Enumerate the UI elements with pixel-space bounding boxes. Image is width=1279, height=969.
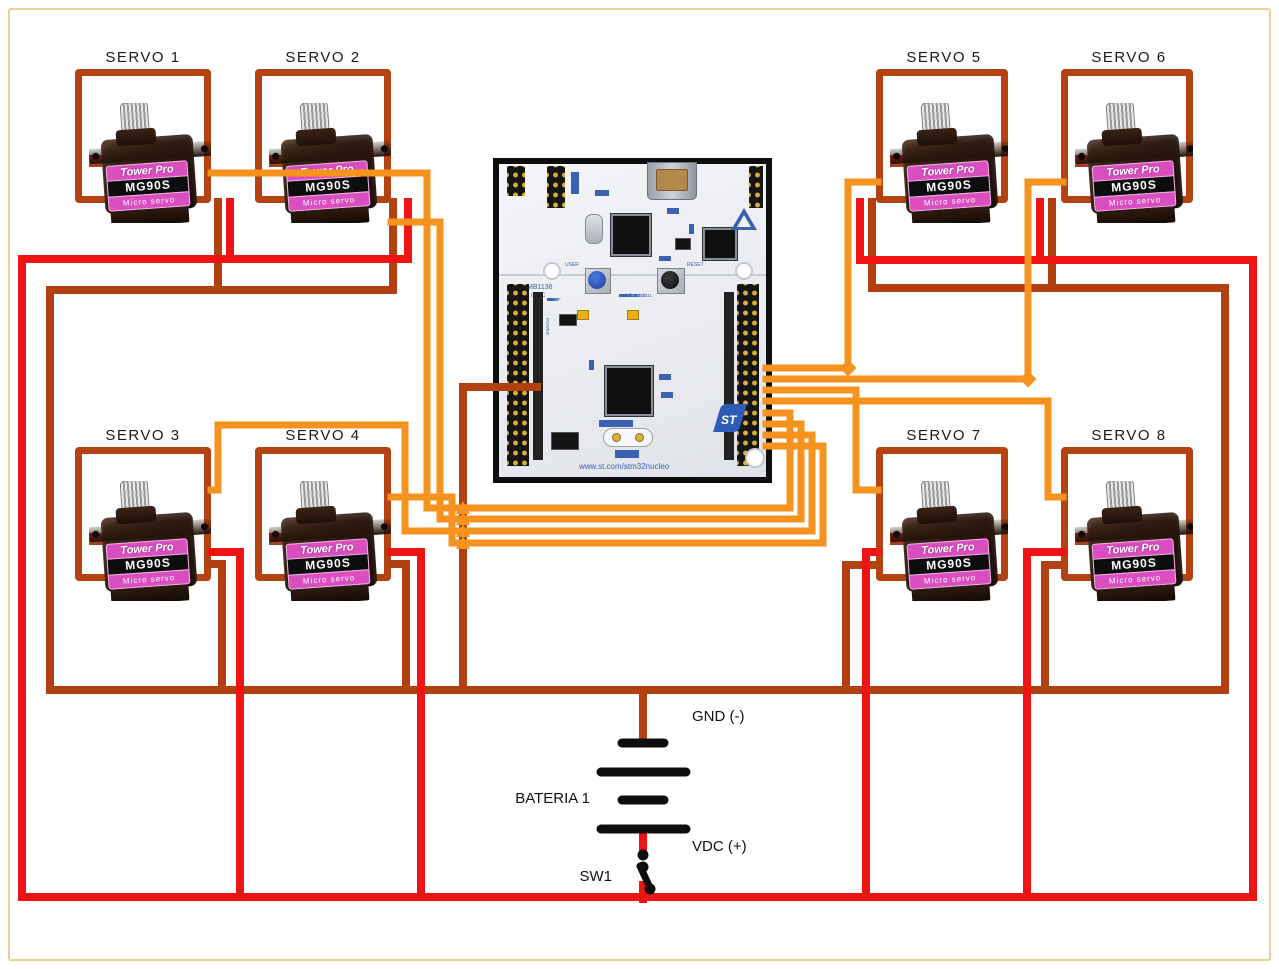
- servo-sticker: Tower Pro MG90S Micro servo: [1091, 538, 1177, 590]
- user-button: [588, 271, 606, 289]
- servo-photo: Tower Pro MG90S Micro servo: [890, 481, 1008, 601]
- servo-sticker: Tower Pro MG90S Micro servo: [105, 538, 191, 590]
- servo-sticker: Tower Pro MG90S Micro servo: [105, 160, 191, 212]
- servo-label: SERVO 2: [285, 49, 361, 66]
- main-mcu-chip: [605, 366, 653, 416]
- svg-text:ST: ST: [721, 413, 738, 427]
- servo-photo: Tower Pro MG90S Micro servo: [89, 103, 211, 223]
- servo-outline-box: Tower Pro MG90S Micro servo: [255, 69, 391, 223]
- vdc-label: VDC (+): [692, 838, 747, 855]
- board-url: www.st.com/stm32nucleo: [579, 462, 670, 471]
- servo-photo: Tower Pro MG90S Micro servo: [1075, 481, 1193, 601]
- pin-header: [749, 166, 763, 208]
- battery-label: BATERIA 1: [515, 790, 590, 807]
- servo-photo: Tower Pro MG90S Micro servo: [1075, 103, 1193, 223]
- led: [627, 310, 639, 320]
- servo-gear-shaft: [120, 103, 150, 144]
- servo-label: SERVO 3: [105, 427, 181, 444]
- board-name: MB1136: [527, 284, 553, 291]
- servo-sticker: Tower Pro MG90S Micro servo: [285, 538, 371, 590]
- servo-outline-box: Tower Pro MG90S Micro servo: [75, 447, 211, 601]
- servo-outline-box: Tower Pro MG90S Micro servo: [876, 447, 1008, 601]
- pin-header: [507, 166, 525, 196]
- servo-label: SERVO 1: [105, 49, 181, 66]
- board-hole: [735, 262, 753, 280]
- servo-label: SERVO 6: [1091, 49, 1167, 66]
- eeprom-chip: [703, 228, 737, 260]
- servo-sticker: Tower Pro MG90S Micro servo: [906, 538, 992, 590]
- component: [551, 432, 579, 450]
- swd-header: [547, 166, 565, 208]
- servo-outline-box: Tower Pro MG90S Micro servo: [255, 447, 391, 601]
- left-pin-header: [507, 284, 529, 466]
- page-border: [8, 8, 1271, 961]
- user-button-label: USER: [565, 262, 579, 268]
- servo-outline-box: Tower Pro MG90S Micro servo: [1061, 69, 1193, 223]
- servo-photo: Tower Pro MG90S Micro servo: [269, 481, 391, 601]
- left-inner-header: [533, 292, 543, 460]
- servo-sticker: Tower Pro MG90S Micro servo: [906, 160, 992, 212]
- servo-gear-shaft: [1106, 103, 1136, 144]
- servo-outline-box: Tower Pro MG90S Micro servo: [876, 69, 1008, 223]
- servo-label: SERVO 5: [906, 49, 982, 66]
- crystal-oscillator: [585, 214, 603, 244]
- servo-photo: Tower Pro MG90S Micro servo: [269, 103, 391, 223]
- servo-sticker: Tower Pro MG90S Micro servo: [1091, 160, 1177, 212]
- mini-usb-connector: [647, 162, 697, 200]
- right-pin-header: [737, 284, 759, 466]
- st-logo: ST: [713, 404, 747, 432]
- board-hole: [543, 262, 561, 280]
- solder-bridge-oval: [603, 428, 653, 447]
- servo-outline-box: Tower Pro MG90S Micro servo: [75, 69, 211, 223]
- servo-gear-shaft: [300, 103, 330, 144]
- servo-label: SERVO 7: [906, 427, 982, 444]
- pin-label: A5: [547, 297, 553, 302]
- servo-label: SERVO 8: [1091, 427, 1167, 444]
- pin-label: RX/D0: [619, 293, 633, 298]
- servo-gear-shaft: [921, 481, 951, 522]
- servo-photo: Tower Pro MG90S Micro servo: [89, 481, 211, 601]
- power-section-label: POWER: [545, 317, 551, 336]
- gnd-label: GND (-): [692, 708, 745, 725]
- reset-button-label: RESET: [687, 262, 704, 268]
- servo-gear-shaft: [1106, 481, 1136, 522]
- stm32-nucleo-board: MB1136 rev C USER RESET IOREFNRST3V35VGN…: [493, 158, 772, 483]
- servo-outline-box: Tower Pro MG90S Micro servo: [1061, 447, 1193, 601]
- stlink-mcu-chip: [611, 214, 651, 256]
- servo-label: SERVO 4: [285, 427, 361, 444]
- switch-label: SW1: [579, 868, 612, 885]
- servo-sticker: Tower Pro MG90S Micro servo: [285, 160, 371, 212]
- reset-button: [661, 271, 679, 289]
- led: [577, 310, 589, 320]
- servo-photo: Tower Pro MG90S Micro servo: [890, 103, 1008, 223]
- board-hole: [745, 448, 765, 468]
- servo-gear-shaft: [300, 481, 330, 522]
- esd-logo: [731, 208, 757, 230]
- servo-gear-shaft: [120, 481, 150, 522]
- servo-gear-shaft: [921, 103, 951, 144]
